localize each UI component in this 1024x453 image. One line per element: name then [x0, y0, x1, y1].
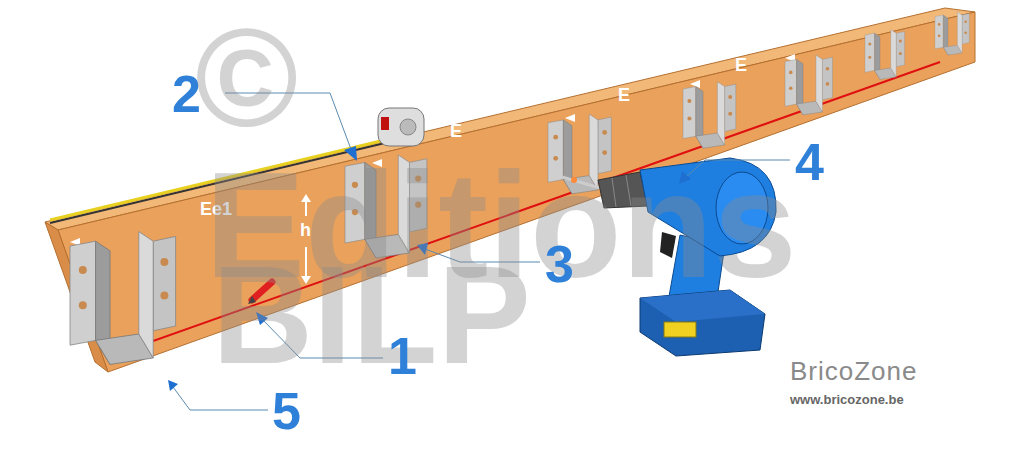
website-url: www.bricozone.be	[790, 393, 904, 406]
dimension-label: E	[618, 86, 630, 104]
callout-number: 5	[272, 385, 301, 437]
callout-number: 3	[545, 238, 574, 290]
callout-number: 4	[795, 136, 824, 188]
dimension-label: E	[735, 56, 747, 74]
watermark: BILP	[212, 245, 531, 385]
watermark: ©	[195, 8, 298, 148]
dimension-label: E	[450, 122, 462, 140]
brand-name: BricoZone	[790, 358, 918, 384]
callout-number: 1	[388, 330, 417, 382]
